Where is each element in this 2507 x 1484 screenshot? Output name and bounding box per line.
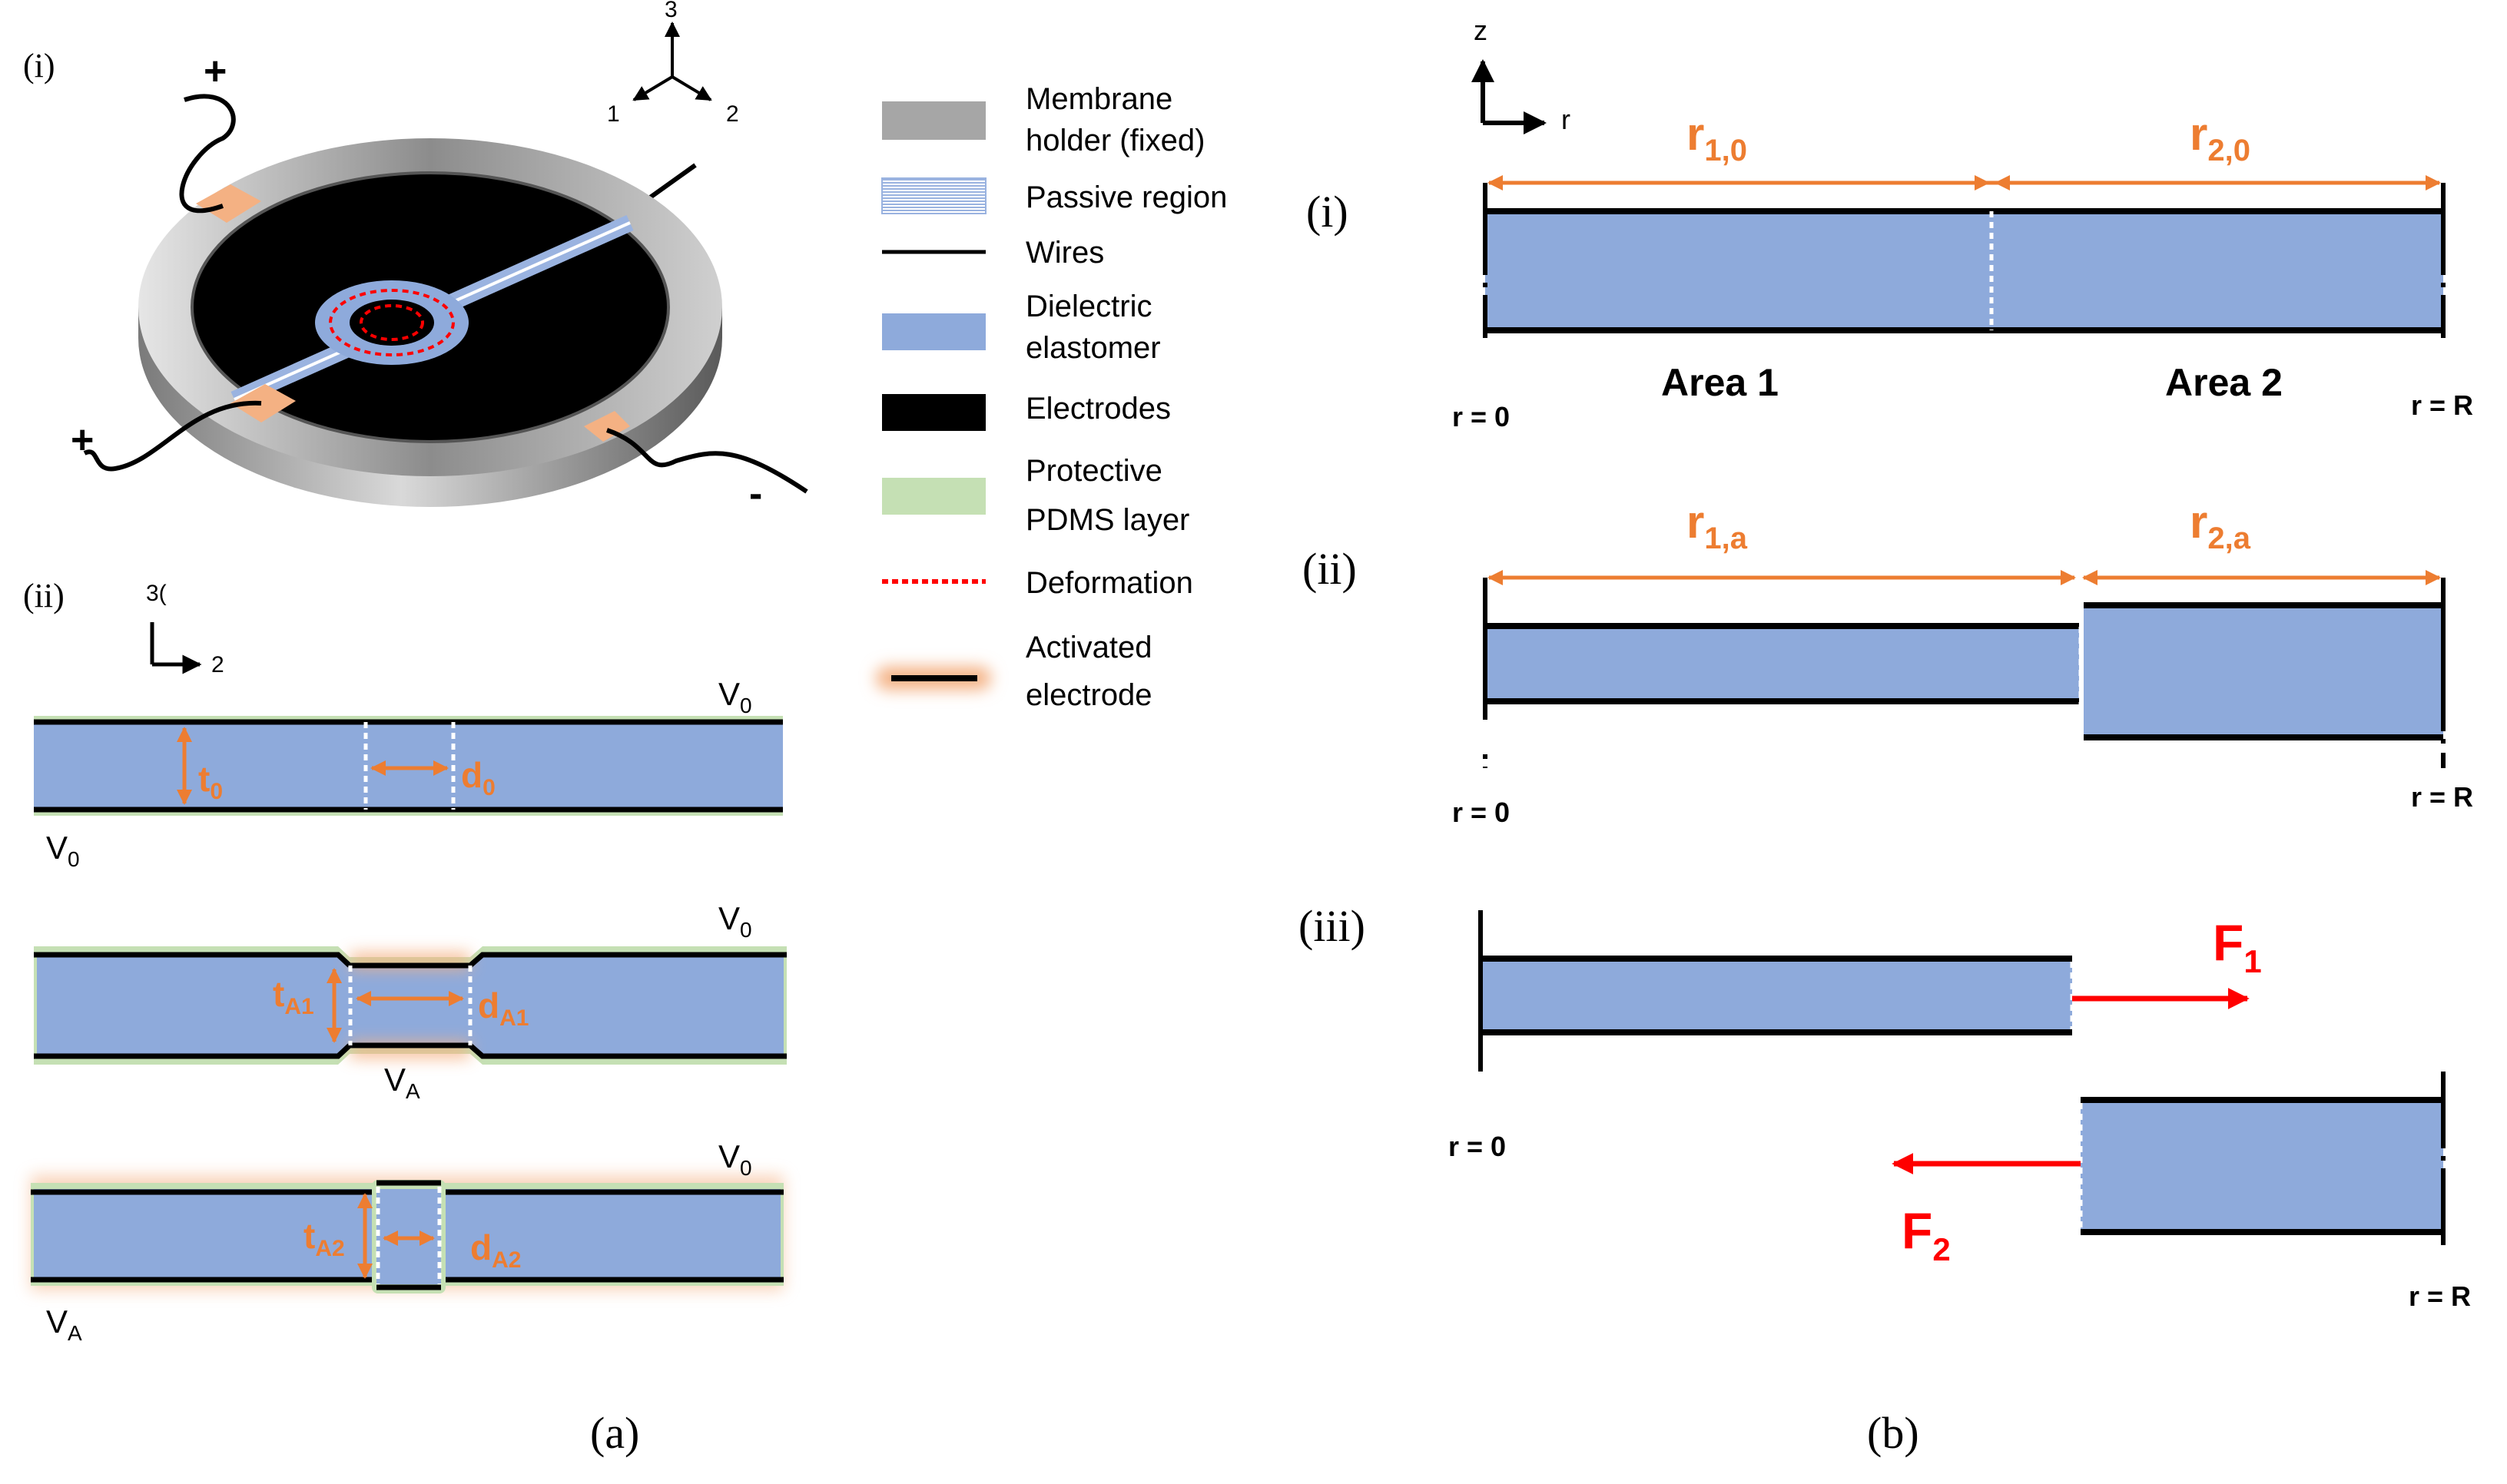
axis-1-label: 1 <box>607 101 620 127</box>
dA1-label: dA1 <box>478 985 529 1031</box>
panel-a-i: (i) 3 1 2 <box>23 0 808 516</box>
panel-b-i-label: (i) <box>1306 187 1348 237</box>
r10-label: r1,0 <box>1686 108 1747 167</box>
axis-z-r: z r <box>1471 15 1570 135</box>
axis-r-label: r <box>1561 104 1570 135</box>
panel-b-iii: (iii) F1 F2 r = 0 r = R <box>1298 901 2471 1312</box>
r1a-label: r1,a <box>1686 496 1748 555</box>
tA1-label: tA1 <box>273 974 314 1019</box>
panel-b-ii-label: (ii) <box>1302 544 1357 594</box>
dielectric-area1-b-ii <box>1485 626 2079 701</box>
axis-z-label: z <box>1474 15 1487 46</box>
contact-pad-top <box>196 184 261 223</box>
wire-right <box>606 428 808 494</box>
cross-section-row-3: tA2 dA2 V0 VA <box>31 1138 784 1345</box>
panel-a-ii: (ii) 3( 2 t0 d0 V0 V0 <box>23 577 787 1458</box>
r-zero-label-b-i: r = 0 <box>1452 401 1510 432</box>
legend-swatch-electrode <box>882 394 986 431</box>
f2-label: F2 <box>1902 1202 1951 1267</box>
dA2-label: dA2 <box>470 1227 521 1273</box>
legend-label-deformation: Deformation <box>1026 566 1193 600</box>
v0-top-label-row1: V0 <box>718 676 752 717</box>
r-zero-label-b-ii: r = 0 <box>1452 797 1510 828</box>
wire-bottom <box>83 400 262 472</box>
r-R-label-b-i: r = R <box>2411 389 2473 421</box>
legend-label-activated-1: Activated <box>1026 631 1152 664</box>
axis-2-label: 2 <box>726 101 739 127</box>
dielectric-layer-b-i <box>1485 211 2443 330</box>
panel-a-ii-label: (ii) <box>23 577 65 614</box>
panel-b-ii: (ii) r1,a r2,a r = 0 r = R <box>1302 496 2473 828</box>
f1-label: F1 <box>2213 914 2262 979</box>
cross-section-row-2: tA1 dA1 V0 VA <box>34 900 787 1103</box>
legend-label-wires: Wires <box>1026 236 1104 270</box>
panel-b-i: (i) r1,0 r2,0 Area 1 Area 2 r = 0 r = R <box>1306 108 2473 432</box>
d0-label: d0 <box>461 755 496 800</box>
r-R-label-b-iii: r = R <box>2409 1280 2471 1312</box>
minus-sign: - <box>749 472 762 516</box>
dielectric-area2-b-iii <box>2081 1100 2443 1232</box>
plus-sign-bottom: + <box>71 418 94 462</box>
legend-label-passive: Passive region <box>1026 181 1227 214</box>
caption-b: (b) <box>1867 1408 1919 1458</box>
deformation-ring <box>329 289 455 356</box>
legend-swatch-dielectric <box>882 313 986 350</box>
plus-sign-top: + <box>204 49 227 94</box>
v0-bottom-label-row1: V0 <box>46 830 80 871</box>
central-active-area <box>315 280 469 365</box>
vA-bottom-label-row3: VA <box>46 1303 82 1345</box>
legend-swatch-passive <box>881 177 987 214</box>
legend-item-passive-region: Passive region <box>881 177 1227 214</box>
legend-item-deformation: Deformation <box>882 566 1193 600</box>
legend: Membrane holder (fixed) Passive region W… <box>876 82 1227 712</box>
area-1-label: Area 1 <box>1661 361 1779 404</box>
t0-label: t0 <box>198 759 223 804</box>
legend-label-holder-2: holder (fixed) <box>1026 124 1205 157</box>
legend-label-pdms-2: PDMS layer <box>1026 503 1189 537</box>
legend-swatch-holder <box>882 101 986 140</box>
dielectric-area1-b-iii <box>1481 959 2072 1032</box>
r-R-label-b-ii: r = R <box>2411 781 2473 813</box>
axis-vertical-label: 3( <box>146 581 167 606</box>
dielectric-area2-b-ii <box>2084 605 2443 737</box>
caption-a: (a) <box>590 1408 639 1458</box>
v0-top-label-row3: V0 <box>718 1138 752 1180</box>
panel-b: z r (i) r1,0 r2,0 Area 1 Area 2 r = 0 r … <box>1298 15 2473 1458</box>
axis-3-label: 3 <box>665 0 678 22</box>
legend-item-membrane-holder: Membrane holder (fixed) <box>882 82 1205 157</box>
legend-label-holder-1: Membrane <box>1026 82 1172 116</box>
legend-item-activated: Activated electrode <box>876 631 1152 712</box>
axis-horizontal-label: 2 <box>211 652 224 677</box>
legend-label-activated-2: electrode <box>1026 678 1152 712</box>
legend-label-dielectric-2: elastomer <box>1026 331 1161 365</box>
r2a-label: r2,a <box>2190 496 2251 555</box>
cross-section-row-1: t0 d0 V0 V0 <box>34 676 783 871</box>
legend-swatch-pdms <box>882 478 986 515</box>
legend-item-dielectric: Dielectric elastomer <box>882 290 1161 365</box>
legend-item-wires: Wires <box>882 236 1104 270</box>
contact-pad-right <box>584 411 630 442</box>
wire-top <box>179 94 236 214</box>
panel-b-iii-label: (iii) <box>1298 901 1365 951</box>
legend-item-electrodes: Electrodes <box>882 392 1171 431</box>
panel-a-i-label: (i) <box>23 47 55 84</box>
legend-item-pdms: Protective PDMS layer <box>882 454 1189 537</box>
r-zero-label-b-iii: r = 0 <box>1448 1131 1506 1162</box>
vA-label-row2: VA <box>384 1062 420 1103</box>
contact-pad-bottom <box>230 384 296 422</box>
axis-triad: 3 1 2 <box>607 0 739 127</box>
tA2-label: tA2 <box>303 1216 345 1261</box>
area-2-label: Area 2 <box>2165 361 2283 404</box>
legend-label-pdms-1: Protective <box>1026 454 1162 488</box>
v0-top-label-row2: V0 <box>718 900 752 942</box>
legend-label-electrodes: Electrodes <box>1026 392 1171 426</box>
axis-3-2: 3( 2 <box>146 581 224 677</box>
legend-label-dielectric-1: Dielectric <box>1026 290 1152 323</box>
r20-label: r2,0 <box>2190 108 2250 167</box>
